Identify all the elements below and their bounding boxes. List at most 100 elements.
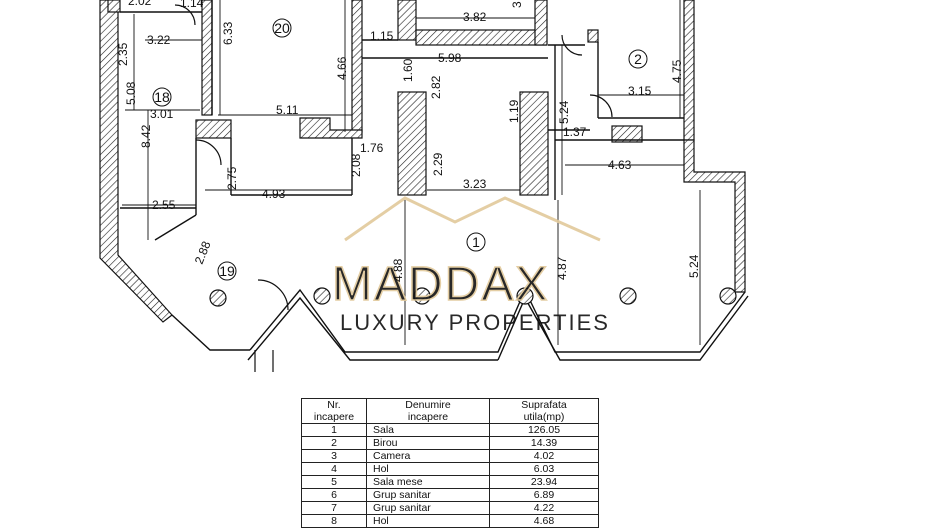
cell-area: 126.05 (489, 423, 599, 437)
dim-label: 5.24 (687, 254, 701, 278)
room-label-18: 18 (154, 89, 170, 105)
cell-area: 4.22 (489, 501, 599, 515)
dim-label: 1.14 (180, 0, 204, 10)
door-arc-top-right (561, 34, 583, 56)
dim-label: 1.60 (401, 58, 415, 82)
room-label-1: 1 (472, 234, 480, 250)
walls (99, 0, 746, 323)
dim-label: 4.93 (262, 187, 286, 201)
cell-name: Camera (366, 449, 490, 463)
room-label-2: 2 (634, 51, 642, 67)
wall-18-20 (201, 0, 213, 116)
cell-area: 23.94 (489, 475, 599, 489)
watermark-tagline: LUXURY PROPERTIES (340, 310, 610, 335)
wall-20-right (351, 0, 363, 133)
door-arc-19 (257, 279, 289, 311)
header-text: utila(mp) (523, 411, 565, 423)
column-4 (516, 287, 534, 305)
table-row: 8 Hol 4.68 (301, 514, 599, 528)
column-2 (313, 287, 331, 305)
wall-top-room3-right (534, 0, 548, 46)
dim-label: 5.08 (124, 81, 138, 105)
dim-label: 4.88 (391, 258, 405, 282)
door-arc-room2 (589, 94, 613, 118)
cell-nr: 5 (301, 475, 367, 489)
cell-name: Hol (366, 514, 490, 528)
cell-area: 6.03 (489, 462, 599, 476)
pillar-b (519, 91, 549, 196)
cell-nr: 6 (301, 488, 367, 502)
wall-room2-right (683, 0, 695, 141)
header-area: Suprafata utila(mp) (489, 398, 599, 424)
room-label-20: 20 (274, 20, 290, 36)
dim-label: 1.76 (360, 141, 384, 155)
cell-name: Sala (366, 423, 490, 437)
door-arc-18 (195, 139, 222, 166)
wall-room2-bottom (611, 125, 643, 143)
table-row: 3 Camera 4.02 (301, 449, 599, 463)
wall-left-inner (107, 0, 121, 13)
table-header-row: Nr. incapere Denumire incapere Suprafata… (301, 398, 599, 424)
plan-lines (120, 0, 749, 361)
window-columns (209, 287, 737, 307)
wall-block-18 (195, 119, 232, 139)
door-arc-left-top (174, 4, 196, 26)
pillar-a (397, 91, 427, 196)
table-row: 2 Birou 14.39 (301, 436, 599, 450)
doors (174, 4, 613, 372)
wall-top-room3 (415, 29, 547, 46)
dim-label: 2.02 (128, 0, 152, 8)
cell-name: Birou (366, 436, 490, 450)
dim-label: 4.87 (555, 256, 569, 280)
dim-label: 1.37 (563, 125, 587, 139)
cell-area: 4.68 (489, 514, 599, 528)
dim-label: 4.66 (335, 56, 349, 80)
wall-step-20 (299, 117, 363, 139)
column-6 (719, 287, 737, 305)
room-labels: 20 2 18 1 19 (152, 18, 648, 281)
table-row: 5 Sala mese 23.94 (301, 475, 599, 489)
wall-left-outer (99, 0, 173, 323)
dimension-labels: 2.02 1.14 6.33 3.82 3 2.35 3.22 1.15 4.6… (116, 0, 701, 282)
header-text: Nr. (327, 399, 341, 411)
cell-area: 4.02 (489, 449, 599, 463)
dim-label: 2.08 (349, 153, 363, 177)
cell-nr: 2 (301, 436, 367, 450)
dim-label: 2.35 (116, 42, 130, 66)
header-text: incapere (407, 411, 449, 423)
watermark: MADDAX LUXURY PROPERTIES (331, 196, 610, 335)
watermark-brand: MADDAX (332, 258, 549, 311)
dim-label: 3.23 (463, 177, 487, 191)
dim-label: 5.11 (276, 103, 299, 117)
dim-label: 3 (510, 1, 524, 8)
dim-label: 3.82 (463, 10, 487, 24)
rooms-area-table: Nr. incapere Denumire incapere Suprafata… (301, 398, 599, 528)
table-row: 1 Sala 126.05 (301, 423, 599, 437)
dim-label: 1.15 (370, 29, 394, 43)
watermark-roof-icon (344, 196, 601, 242)
dim-label: 2.55 (152, 198, 176, 212)
header-text: incapere (313, 411, 355, 423)
dimension-lines (122, 0, 701, 345)
dim-label: 1.19 (507, 99, 521, 123)
dim-label: 2.82 (429, 75, 443, 99)
dim-label: 2.75 (225, 166, 239, 190)
cell-nr: 7 (301, 501, 367, 515)
wall-mid-top (397, 0, 417, 41)
cell-nr: 1 (301, 423, 367, 437)
dim-label: 3.22 (147, 33, 171, 47)
header-room-name: Denumire incapere (366, 398, 490, 424)
header-text: Suprafata (521, 399, 567, 411)
dim-label: 4.63 (608, 158, 632, 172)
header-text: Denumire (405, 399, 451, 411)
dim-label: 8.42 (139, 124, 153, 148)
cell-name: Grup sanitar (366, 488, 490, 502)
dim-label: 2.29 (431, 152, 445, 176)
cell-nr: 3 (301, 449, 367, 463)
dim-label: 4.75 (670, 59, 684, 83)
cell-name: Grup sanitar (366, 501, 490, 515)
table-row: 6 Grup sanitar 6.89 (301, 488, 599, 502)
header-room-number: Nr. incapere (301, 398, 367, 424)
table-row: 7 Grup sanitar 4.22 (301, 501, 599, 515)
table-row: 4 Hol 6.03 (301, 462, 599, 476)
